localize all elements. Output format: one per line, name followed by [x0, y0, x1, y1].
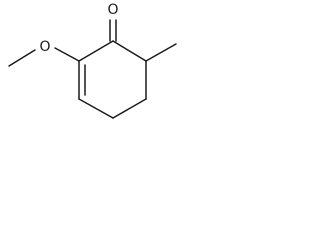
bond-c6-c1 — [112, 40, 147, 62]
bond-c6-methyl — [145, 43, 177, 62]
bond-c3-c4 — [78, 98, 114, 119]
bond-c2-ome — [54, 47, 80, 62]
bond-ome-ch3 — [8, 49, 36, 67]
bond-c1-c2 — [78, 40, 114, 62]
bond-c4-c5 — [112, 98, 147, 119]
carbonyl-oxygen-label: O — [107, 2, 118, 18]
molecule-structure-diagram: O O — [8, 2, 177, 119]
methoxy-oxygen-label: O — [39, 39, 50, 55]
